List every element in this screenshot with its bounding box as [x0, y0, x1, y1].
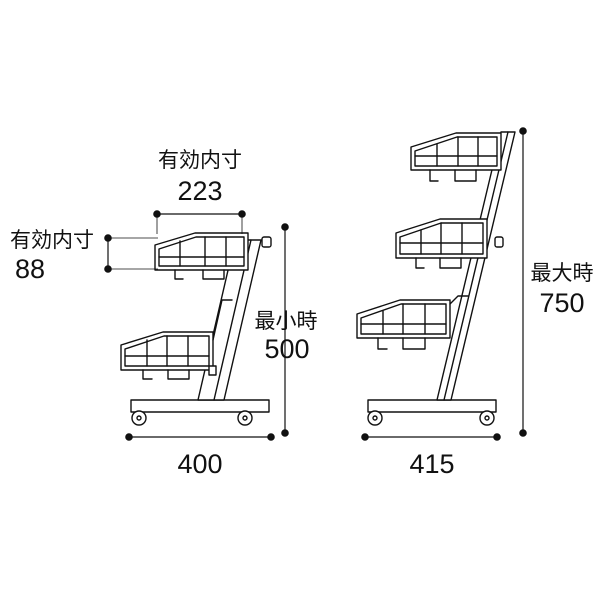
left-cart-top-basket — [154, 232, 272, 280]
left-cart-bottom-basket — [120, 299, 233, 380]
left-cart-base — [130, 399, 270, 413]
left-cart — [120, 232, 272, 426]
right-base-width-dimension-line — [361, 433, 501, 441]
left-inner-depth-value: 88 — [14, 254, 46, 284]
left-inner-width-dimension-line — [153, 210, 246, 234]
right-cart — [356, 131, 516, 426]
left-inner-width-value: 223 — [177, 176, 223, 206]
left-inner-depth-label: 有効内寸 — [10, 228, 94, 252]
right-cart-casters — [367, 410, 495, 426]
right-cart-base — [367, 399, 497, 413]
left-cart-pole — [197, 239, 262, 401]
right-cart-bottom-basket — [356, 295, 469, 350]
left-min-height-dimension-line — [281, 223, 289, 437]
left-cart-casters — [131, 410, 253, 426]
right-cart-middle-basket — [395, 218, 504, 269]
right-max-height-label: 最大時 — [530, 261, 594, 285]
left-base-width-value: 400 — [177, 449, 223, 479]
left-inner-width-label: 有効内寸 — [158, 148, 242, 172]
left-min-height-label: 最小時 — [254, 309, 318, 333]
right-max-height-dimension-line — [519, 127, 527, 437]
right-base-width-value: 415 — [409, 449, 455, 479]
left-inner-depth-dimension-line — [104, 234, 158, 273]
right-max-height-value: 750 — [539, 288, 585, 318]
right-cart-top-basket — [410, 132, 502, 182]
left-min-height-value: 500 — [264, 334, 310, 364]
left-base-width-dimension-line — [125, 433, 275, 441]
